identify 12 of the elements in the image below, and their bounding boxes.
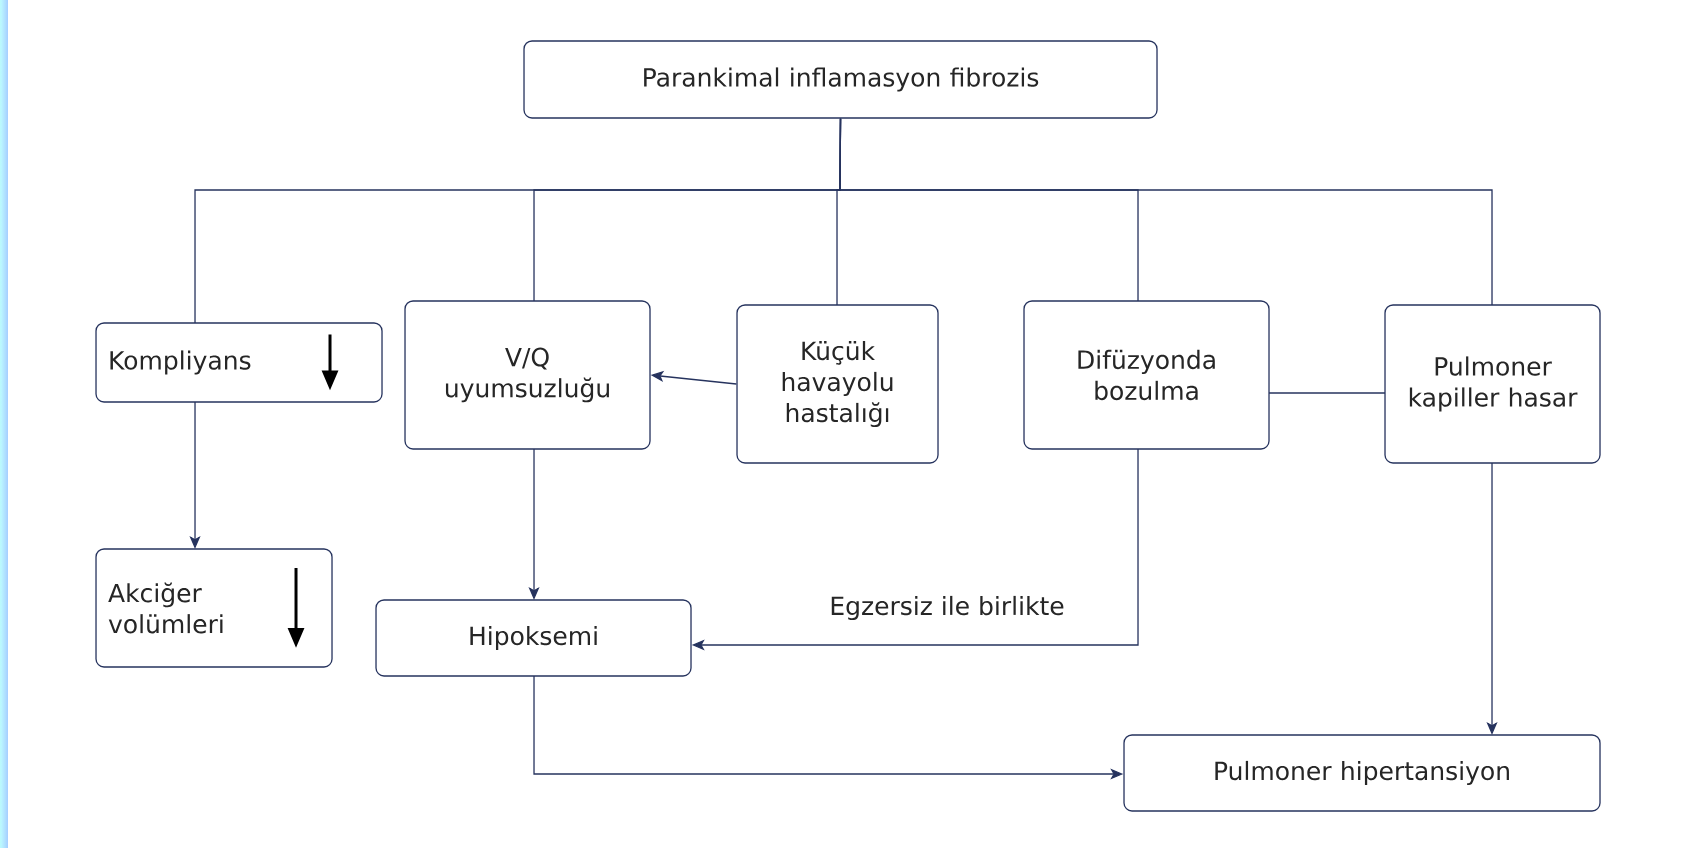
process-box: Parankimal inflamasyon fibrozis bbox=[523, 40, 1158, 119]
connector bbox=[1268, 392, 1386, 394]
process-box: Akciğer volümleri bbox=[95, 548, 333, 668]
process-box: Pulmoner hipertansiyon bbox=[1123, 734, 1601, 812]
process-box: Hipoksemi bbox=[375, 599, 692, 677]
process-box: Difüzyonda bozulma bbox=[1023, 300, 1270, 450]
connector bbox=[839, 118, 1493, 306]
edge-label: Egzersiz ile birlikte bbox=[827, 593, 1067, 623]
process-box: V/Q uyumsuzluğu bbox=[404, 300, 651, 450]
process-box: Küçük havayolu hastalığı bbox=[736, 304, 939, 464]
process-box: Kompliyans bbox=[95, 322, 383, 403]
process-box: Pulmoner kapiller hasar bbox=[1384, 304, 1601, 464]
